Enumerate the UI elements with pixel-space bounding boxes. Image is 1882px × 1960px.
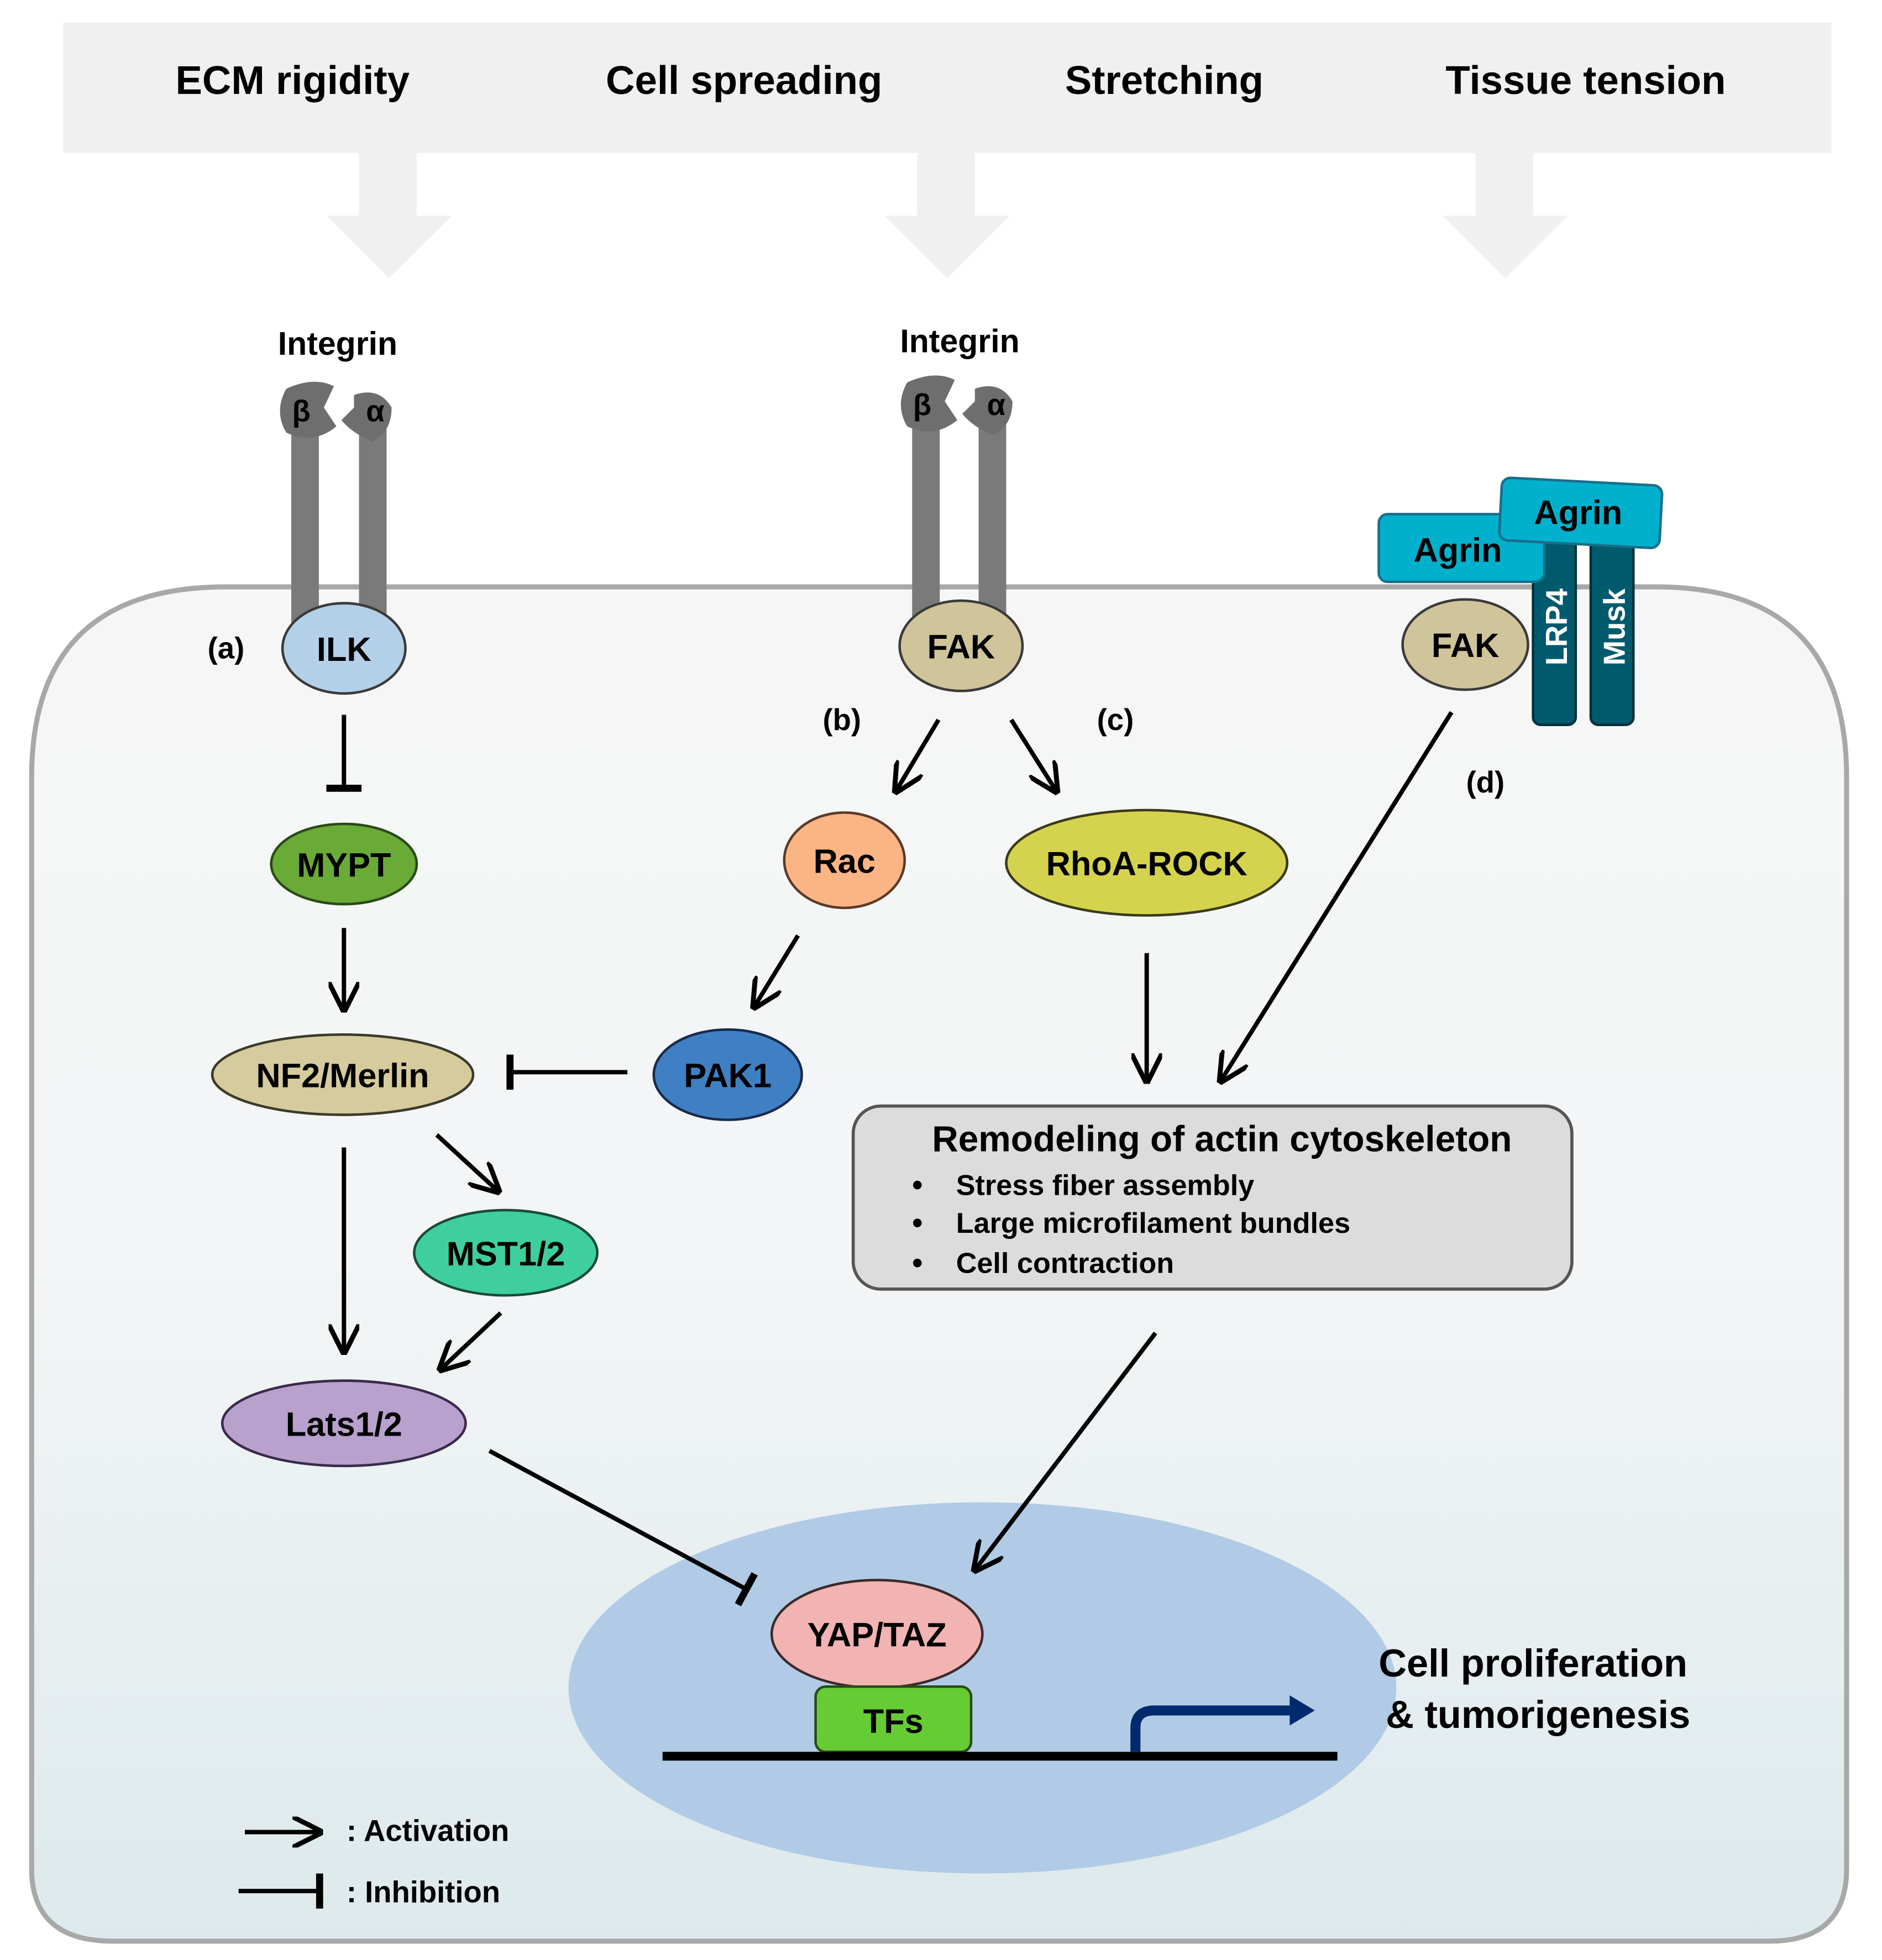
svg-text:Lats1/2: Lats1/2 <box>286 1405 402 1443</box>
svg-text:RhoA-ROCK: RhoA-ROCK <box>1046 845 1247 882</box>
edge-mst-activates-lats <box>441 1311 502 1369</box>
edge-rac-activates-pak1 <box>754 934 800 1007</box>
stimulus-arrow-mid-icon <box>884 153 1010 279</box>
pathway-label-c: (c) <box>1097 703 1134 737</box>
integrin-mid: Integrin β α <box>900 323 1020 627</box>
node-fak-mid: FAK <box>898 599 1024 692</box>
pathway-label-b: (b) <box>822 703 861 737</box>
integrin-left: Integrin β α <box>278 325 397 627</box>
edge-nf2-activates-mst <box>435 1133 498 1191</box>
edge-fak-activates-remodeling <box>1221 711 1454 1081</box>
node-ilk: ILK <box>281 602 407 695</box>
svg-text:β: β <box>292 395 311 428</box>
stimulus-arrow-left-icon <box>326 153 452 279</box>
remodeling-item: Cell contraction <box>956 1247 1174 1279</box>
agrin-2 <box>1498 476 1664 549</box>
node-nf2-merlin: NF2/Merlin <box>211 1033 475 1116</box>
agrin-receptor-complex: LRP4 Musk Agrin Agrin <box>1377 476 1664 726</box>
remodeling-title: Remodeling of actin cytoskeleton <box>932 1118 1512 1159</box>
musk-label: Musk <box>1597 588 1631 665</box>
node-rac: Rac <box>783 811 906 910</box>
legend-activation-label: : Activation <box>347 1814 509 1847</box>
stimulus-tissue-tension: Tissue tension <box>1445 58 1726 103</box>
node-lats12: Lats1/2 <box>221 1379 467 1468</box>
svg-text:NF2/Merlin: NF2/Merlin <box>256 1057 429 1095</box>
node-rhoa-rock: RhoA-ROCK <box>1005 808 1289 917</box>
integrin-alpha-subunit-icon <box>341 392 392 442</box>
node-yap-taz: YAP/TAZ <box>770 1579 984 1689</box>
remodeling-item: Large microfilament bundles <box>956 1207 1350 1239</box>
edge-lats-inhibits-yap <box>488 1449 758 1607</box>
legend-inhibition-label: : Inhibition <box>347 1875 500 1909</box>
svg-text:β: β <box>913 388 931 422</box>
stimulus-cell-spreading: Cell spreading <box>606 58 882 103</box>
svg-text:TFs: TFs <box>863 1702 924 1740</box>
outcome-line-2: & tumorigenesis <box>1386 1693 1690 1736</box>
svg-text:PAK1: PAK1 <box>684 1057 772 1095</box>
svg-text:•: • <box>912 1206 922 1239</box>
svg-text:Rac: Rac <box>814 842 876 880</box>
node-mypt: MYPT <box>270 822 418 906</box>
remodeling-item: Stress fiber assembly <box>956 1170 1255 1202</box>
integrin-mid-label: Integrin <box>900 323 1019 360</box>
svg-text:YAP/TAZ: YAP/TAZ <box>808 1616 947 1654</box>
remodeling-box: Remodeling of actin cytoskeleton • Stres… <box>851 1104 1574 1291</box>
edge-fak-activates-rac <box>896 718 941 791</box>
edge-fak-activates-rhoa <box>1009 718 1057 791</box>
edge-remodeling-activates-yap <box>975 1331 1157 1570</box>
transcription-arrowhead-icon <box>1289 1695 1315 1726</box>
stimulus-arrow-right-icon <box>1443 153 1569 279</box>
svg-text:FAK: FAK <box>927 628 995 665</box>
pathway-label-a: (a) <box>208 631 245 665</box>
svg-text:MYPT: MYPT <box>297 846 391 884</box>
integrin-beta-subunit-icon <box>280 381 337 438</box>
nucleus <box>568 1502 1397 1874</box>
node-pak1: PAK1 <box>652 1028 803 1121</box>
stimulus-banner <box>62 22 1832 153</box>
svg-text:MST1/2: MST1/2 <box>447 1235 565 1273</box>
svg-text:ILK: ILK <box>317 630 371 668</box>
node-fak-right: FAK <box>1401 598 1529 691</box>
svg-text:α: α <box>987 388 1005 422</box>
dna-strand <box>662 1752 1338 1761</box>
outcome-line-1: Cell proliferation <box>1378 1641 1687 1685</box>
svg-text:α: α <box>366 395 384 428</box>
svg-text:•: • <box>912 1246 922 1279</box>
svg-text:Agrin: Agrin <box>1534 494 1622 532</box>
svg-text:•: • <box>912 1168 922 1202</box>
stimulus-stretching: Stretching <box>1065 58 1264 103</box>
integrin-left-label: Integrin <box>278 325 397 362</box>
node-mst12: MST1/2 <box>413 1208 599 1297</box>
lrp4-label: LRP4 <box>1540 588 1574 665</box>
stimulus-ecm-rigidity: ECM rigidity <box>175 58 410 103</box>
node-tfs: TFs <box>814 1685 973 1753</box>
integrin-beta-subunit-icon <box>900 375 958 432</box>
svg-text:Agrin: Agrin <box>1413 532 1502 569</box>
legend: : Activation : Inhibition <box>238 1814 509 1909</box>
svg-text:FAK: FAK <box>1432 627 1500 664</box>
pathway-label-d: (d) <box>1466 765 1505 799</box>
transcription-arrow-icon <box>1130 1705 1292 1752</box>
